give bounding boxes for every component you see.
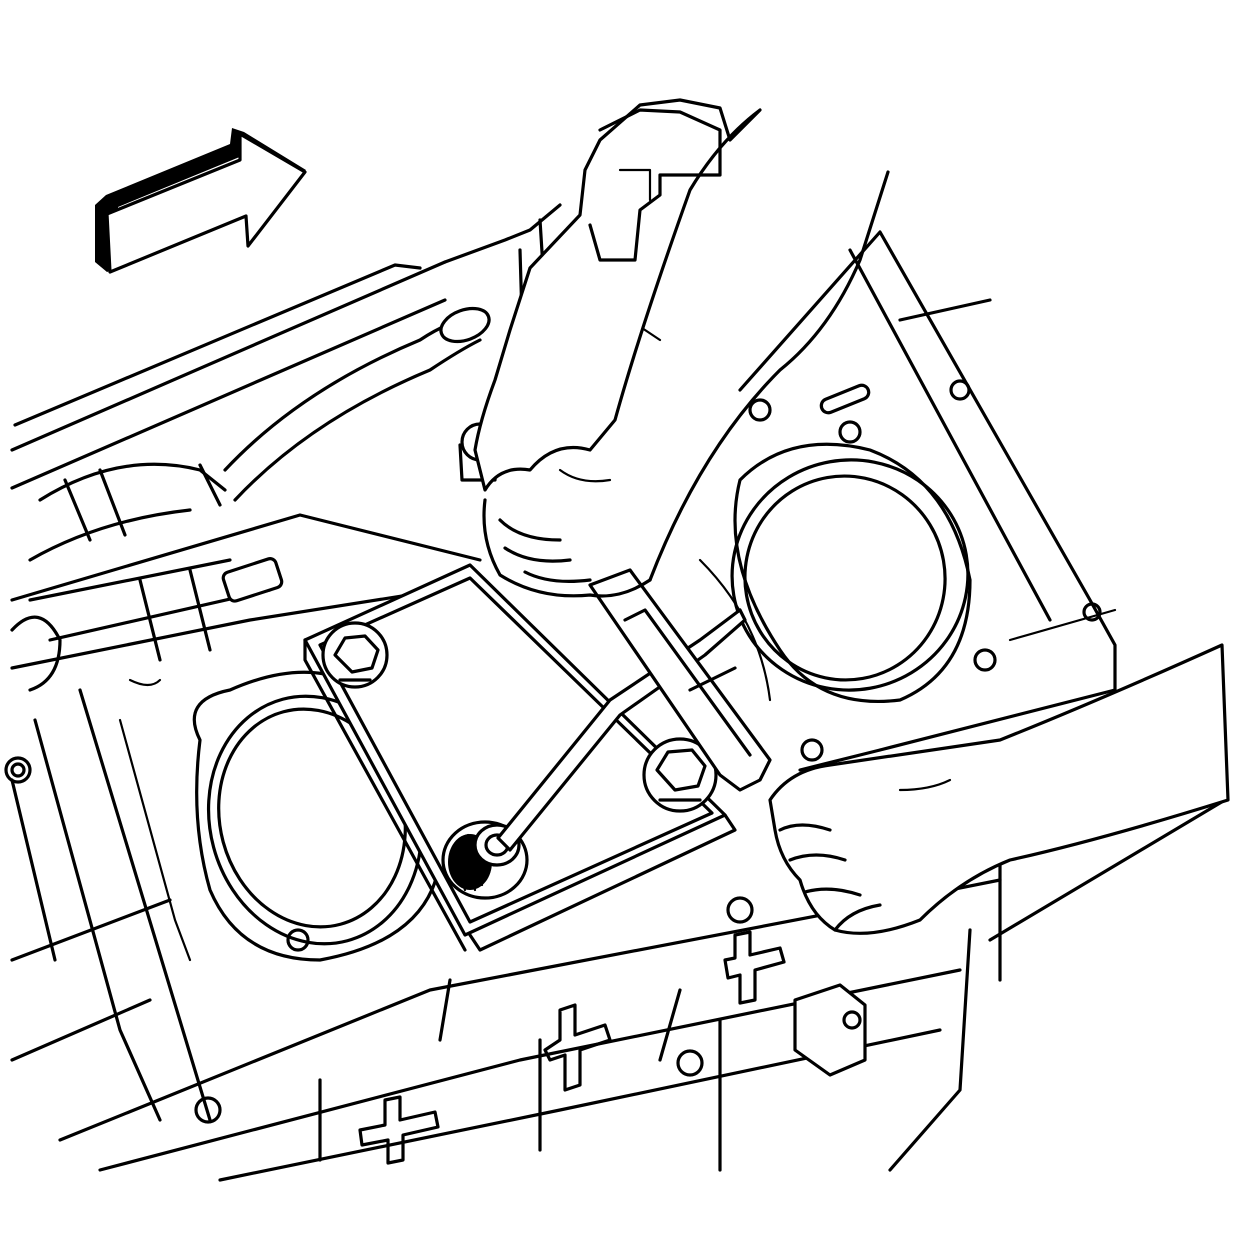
lower-hand bbox=[768, 643, 1230, 935]
direction-arrow bbox=[95, 128, 307, 274]
upper-hand bbox=[473, 98, 890, 598]
bolt-right bbox=[642, 737, 718, 813]
ratchet-wrench bbox=[496, 568, 772, 852]
engine-block bbox=[4, 148, 1227, 1182]
bolt-left bbox=[321, 621, 389, 689]
locating-plate-tool bbox=[303, 563, 737, 952]
side-hose bbox=[10, 306, 527, 692]
right-cylinder-bore bbox=[698, 442, 972, 704]
